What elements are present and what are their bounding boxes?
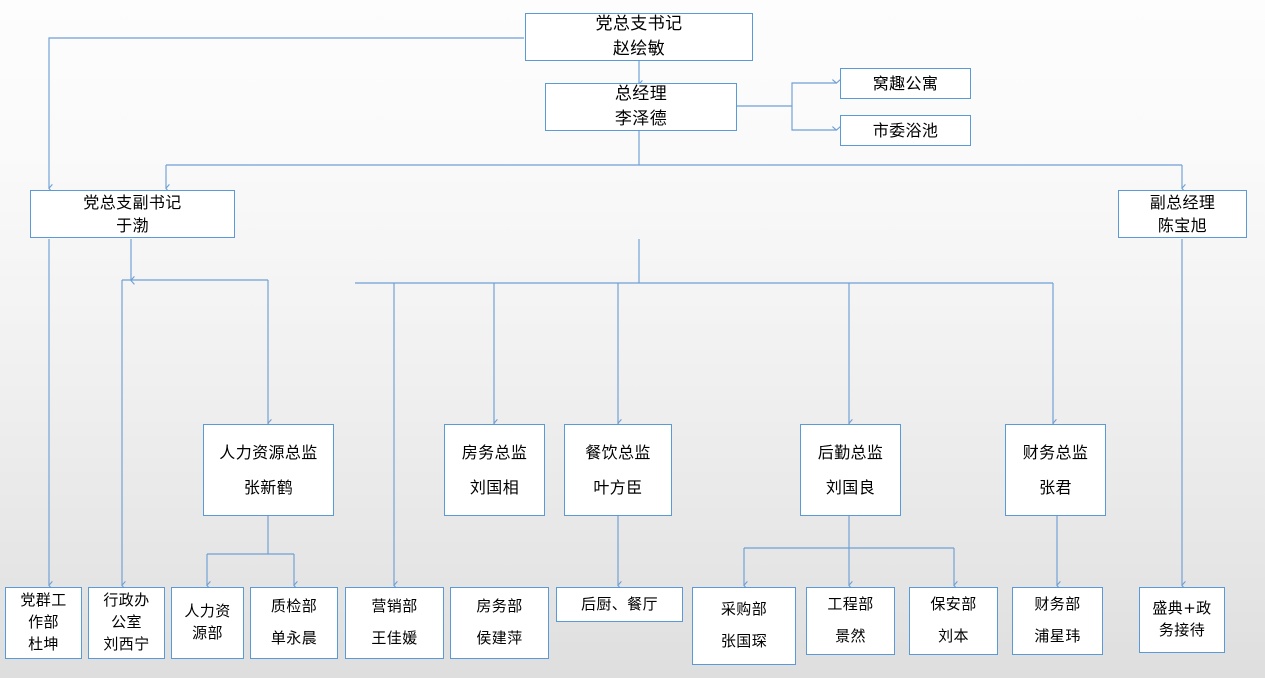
node-title-line1: 人力资 — [184, 602, 231, 621]
node-person: 单永晨 — [270, 629, 318, 647]
node-title: 财务部 — [1034, 595, 1081, 614]
node-person: 杜坤 — [28, 634, 59, 653]
node-title: 后厨、餐厅 — [580, 594, 658, 613]
node-title: 工程部 — [827, 595, 874, 614]
node-title: 营销部 — [371, 597, 418, 616]
node-person: 刘西宁 — [103, 634, 150, 653]
node-title: 人力资源总监 — [219, 442, 318, 462]
node-title: 党总支副书记 — [83, 192, 182, 212]
node-title: 副总经理 — [1149, 192, 1216, 212]
node-person: 景然 — [835, 627, 866, 645]
node-title: 保安部 — [930, 595, 977, 614]
node-person: 赵绘敏 — [612, 39, 666, 59]
node-deputy-general-manager[interactable]: 副总经理 陈宝旭 — [1118, 190, 1247, 238]
node-person: 叶方臣 — [593, 478, 643, 497]
node-kitchen-restaurant[interactable]: 后厨、餐厅 — [556, 587, 683, 622]
node-person: 刘国良 — [825, 478, 876, 497]
node-title: 房务部 — [476, 597, 523, 616]
node-title: 总经理 — [614, 84, 668, 105]
node-title: 餐饮总监 — [585, 442, 651, 462]
node-person: 李泽德 — [614, 109, 668, 129]
node-hr-dept[interactable]: 人力资 源部 — [171, 587, 244, 659]
node-title-line1: 行政办 — [103, 591, 150, 610]
node-title: 质检部 — [270, 597, 318, 616]
node-rooms-director[interactable]: 房务总监 刘国相 — [444, 424, 545, 516]
node-qc-dept[interactable]: 质检部 单永晨 — [250, 587, 338, 659]
node-admin-office[interactable]: 行政办 公室 刘西宁 — [88, 587, 165, 659]
node-person: 于渤 — [116, 216, 149, 235]
node-ceremony-affairs[interactable]: 盛典+政 务接待 — [1139, 587, 1225, 653]
node-title-line1: 党群工 — [20, 591, 67, 610]
node-finance-director[interactable]: 财务总监 张君 — [1005, 424, 1106, 516]
node-title-line2: 公室 — [111, 613, 142, 632]
node-marketing-dept[interactable]: 营销部 王佳媛 — [345, 587, 444, 659]
node-title: 党总支书记 — [595, 14, 683, 35]
node-finance-dept[interactable]: 财务部 浦星玮 — [1012, 587, 1103, 655]
node-party-mass-work-dept[interactable]: 党群工 作部 杜坤 — [5, 587, 82, 659]
node-woqu-apartment[interactable]: 窝趣公寓 — [840, 68, 971, 99]
node-person: 侯建萍 — [476, 629, 523, 647]
node-title: 窝趣公寓 — [872, 73, 939, 93]
node-hr-director[interactable]: 人力资源总监 张新鹤 — [203, 424, 334, 516]
node-engineering-dept[interactable]: 工程部 景然 — [806, 587, 895, 655]
node-purchasing-dept[interactable]: 采购部 张国琛 — [692, 587, 796, 665]
edge-secretary-to-deputy-secretary — [48, 37, 524, 193]
node-title-line2: 作部 — [28, 613, 59, 632]
node-person: 刘本 — [938, 627, 969, 645]
node-title-line2: 源部 — [192, 624, 223, 642]
edge-gm-to-bath — [791, 106, 841, 131]
node-title-line1: 盛典+政 — [1152, 599, 1212, 618]
node-logistics-director[interactable]: 后勤总监 刘国良 — [800, 424, 901, 516]
node-fnb-director[interactable]: 餐饮总监 叶方臣 — [564, 424, 672, 516]
node-party-secretary[interactable]: 党总支书记 赵绘敏 — [525, 13, 753, 61]
node-title: 后勤总监 — [817, 442, 884, 462]
node-rooms-dept[interactable]: 房务部 侯建萍 — [450, 587, 549, 659]
node-title: 采购部 — [720, 600, 768, 619]
node-shiwei-bath[interactable]: 市委浴池 — [840, 115, 971, 146]
node-security-dept[interactable]: 保安部 刘本 — [909, 587, 998, 655]
node-person: 刘国相 — [469, 478, 520, 497]
node-person: 张君 — [1039, 478, 1072, 497]
node-deputy-party-secretary[interactable]: 党总支副书记 于渤 — [30, 190, 235, 238]
node-title: 财务总监 — [1022, 442, 1089, 462]
node-person: 张国琛 — [720, 632, 768, 650]
node-person: 陈宝旭 — [1157, 216, 1208, 235]
node-title: 房务总监 — [461, 442, 528, 462]
node-person: 浦星玮 — [1034, 627, 1081, 645]
node-title: 市委浴池 — [872, 120, 939, 140]
node-title-line2: 务接待 — [1158, 621, 1206, 639]
node-person: 王佳媛 — [371, 629, 418, 647]
node-person: 张新鹤 — [243, 478, 294, 497]
edge-gm-to-woqu — [791, 79, 841, 106]
node-general-manager[interactable]: 总经理 李泽德 — [545, 83, 737, 131]
